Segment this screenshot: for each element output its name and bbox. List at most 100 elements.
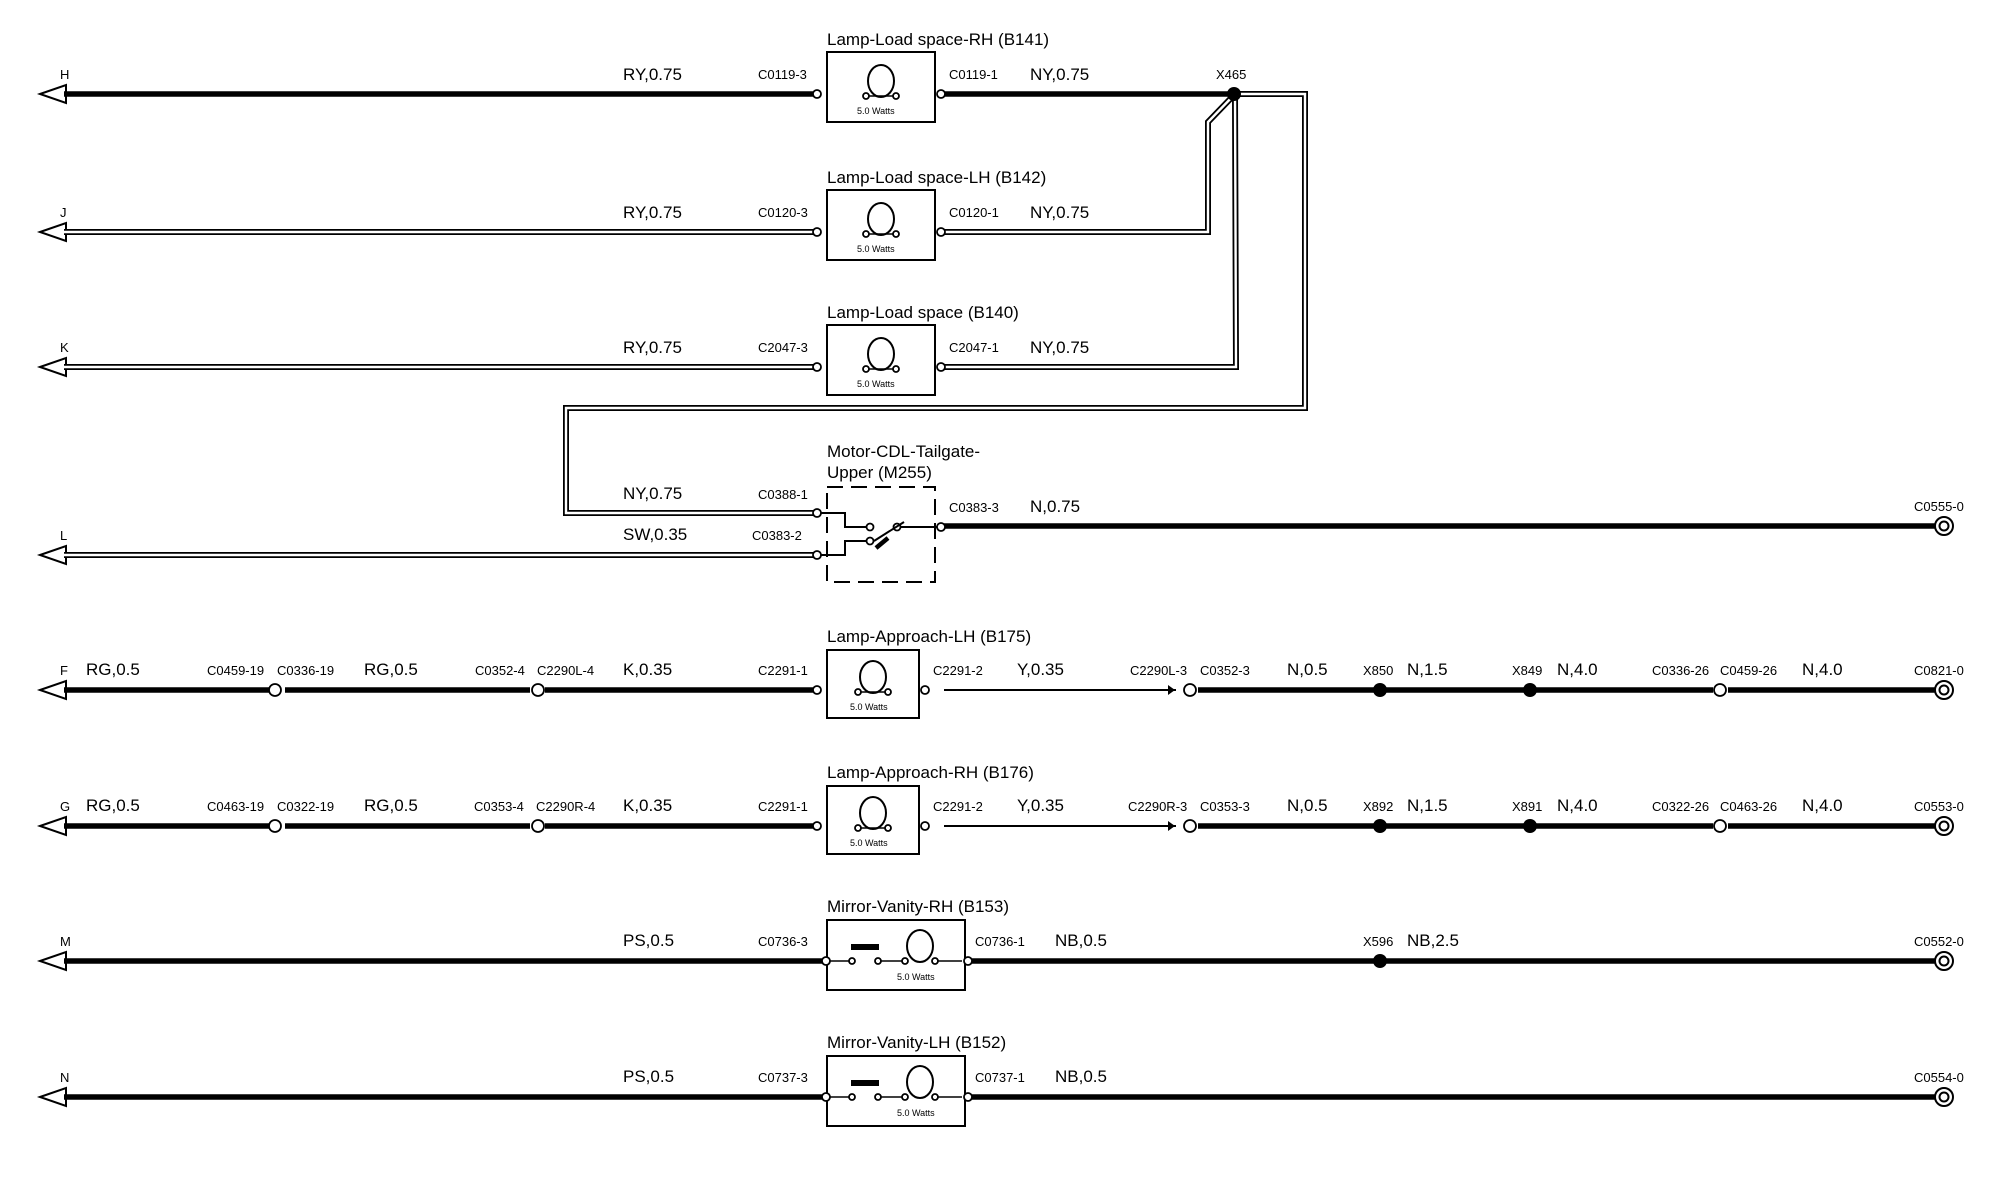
mirror-box [826, 1055, 966, 1127]
connector-label: C2290R-3 [1128, 799, 1187, 814]
component-label: Motor-CDL-Tailgate- [827, 442, 980, 461]
terminal-arrow-j [36, 221, 67, 243]
terminal-label-j: J [60, 205, 67, 220]
connector-pin [920, 685, 930, 695]
component-label: Mirror-Vanity-RH (B153) [827, 897, 1009, 916]
lamp-icon [862, 337, 900, 373]
connector-label: C0119-3 [758, 67, 807, 82]
connector-label: C2291-1 [758, 663, 808, 678]
rating-label: 5.0 Watts [857, 244, 895, 254]
vanity-lamp-icon [830, 1065, 962, 1101]
connector-label: C0736-3 [758, 934, 808, 949]
connector-label: C0737-3 [758, 1070, 808, 1085]
terminal-arrow-h [36, 83, 67, 105]
wire-label: RG,0.5 [86, 796, 140, 815]
lamp-icon [862, 202, 900, 238]
connector-pin [821, 956, 831, 966]
connector-pin [531, 683, 545, 697]
connector-pin [936, 89, 946, 99]
wire-label: N,4.0 [1557, 796, 1598, 815]
wire-label: K,0.35 [623, 660, 672, 679]
ground-icon [1934, 816, 1954, 836]
connector-pin [268, 683, 282, 697]
wire-label: PS,0.5 [623, 931, 674, 950]
wire-label: N,0.5 [1287, 660, 1328, 679]
connector-pin [268, 819, 282, 833]
wire-label: Y,0.35 [1017, 796, 1064, 815]
wire-label: N,0.5 [1287, 796, 1328, 815]
circuit-l: L Motor-CDL-Tailgate- Upper (M255) NY,0.… [36, 442, 1964, 583]
connector-label: C0383-3 [949, 500, 999, 515]
wire-label: RG,0.5 [364, 660, 418, 679]
connector-pin [936, 227, 946, 237]
connector-pin [812, 685, 822, 695]
connector-label: C2290L-3 [1130, 663, 1187, 678]
terminal-label-n: N [60, 1070, 69, 1085]
connector-pin [936, 522, 946, 532]
terminal-arrow-m [36, 950, 67, 972]
rating-label: 5.0 Watts [850, 838, 888, 848]
connector-label: C0383-2 [752, 528, 802, 543]
ground-label: C0821-0 [1914, 663, 1964, 678]
terminal-arrow-n [36, 1086, 67, 1108]
connector-label: C0119-1 [949, 67, 998, 82]
lamp-box [826, 189, 936, 261]
connector-pin [531, 819, 545, 833]
circuit-m: M PS,0.5 C0736-3 Mirror-Vanity-RH (B153)… [36, 897, 1964, 991]
ground-label: C0554-0 [1914, 1070, 1964, 1085]
terminal-label-f: F [60, 663, 68, 678]
splice-dot [1227, 87, 1241, 101]
connector-pin [1183, 683, 1197, 697]
connector-pin [812, 550, 822, 560]
component-label: Upper (M255) [827, 463, 932, 482]
switch-icon [817, 512, 941, 556]
wire-label: Y,0.35 [1017, 660, 1064, 679]
terminal-label-l: L [60, 528, 67, 543]
wire-label: RG,0.5 [364, 796, 418, 815]
splice-dot [1523, 819, 1537, 833]
connector-label: C0352-3 [1200, 663, 1250, 678]
component-label: Lamp-Approach-LH (B175) [827, 627, 1031, 646]
terminal-label-k: K [60, 340, 69, 355]
connector-label: C2290R-4 [536, 799, 595, 814]
terminal-arrow-k [36, 356, 67, 378]
terminal-arrow-f [36, 679, 67, 701]
terminal-label-m: M [60, 934, 71, 949]
connector-label: C2291-1 [758, 799, 808, 814]
ground-icon [1934, 516, 1954, 536]
splice-label: X850 [1363, 663, 1393, 678]
lamp-box [826, 324, 936, 396]
ground-icon [1934, 680, 1954, 700]
connector-pin [1183, 819, 1197, 833]
connector-pin [812, 362, 822, 372]
connector-pin [920, 821, 930, 831]
circuit-h: H RY,0.75 C0119-3 Lamp-Load space-RH (B1… [36, 30, 1305, 123]
wire-label: PS,0.5 [623, 1067, 674, 1086]
mirror-box [826, 919, 966, 991]
terminal-arrow-g [36, 815, 67, 837]
lamp-box [826, 51, 936, 123]
connector-label: C0352-4 [475, 663, 525, 678]
wire-label: SW,0.35 [623, 525, 687, 544]
rating-label: 5.0 Watts [897, 972, 935, 982]
rating-label: 5.0 Watts [857, 379, 895, 389]
connector-pin [1713, 683, 1727, 697]
wire-label: N,1.5 [1407, 796, 1448, 815]
wire-label: K,0.35 [623, 796, 672, 815]
connector-label: C0322-19 [277, 799, 334, 814]
connector-pin [821, 1092, 831, 1102]
component-label: Lamp-Load space (B140) [827, 303, 1019, 322]
lamp-icon [854, 796, 892, 832]
wire-label: RG,0.5 [86, 660, 140, 679]
ground-label: C0552-0 [1914, 934, 1964, 949]
component-label: Lamp-Load space-LH (B142) [827, 168, 1046, 187]
connector-pin [812, 227, 822, 237]
wire-label: N,4.0 [1802, 796, 1843, 815]
wire-label: NY,0.75 [1030, 65, 1089, 84]
splice-dot [1373, 683, 1387, 697]
wire-label: N,4.0 [1802, 660, 1843, 679]
connector-label: C0459-26 [1720, 663, 1777, 678]
connector-label: C2047-3 [758, 340, 808, 355]
motor-box [826, 486, 936, 583]
terminal-label-g: G [60, 799, 70, 814]
